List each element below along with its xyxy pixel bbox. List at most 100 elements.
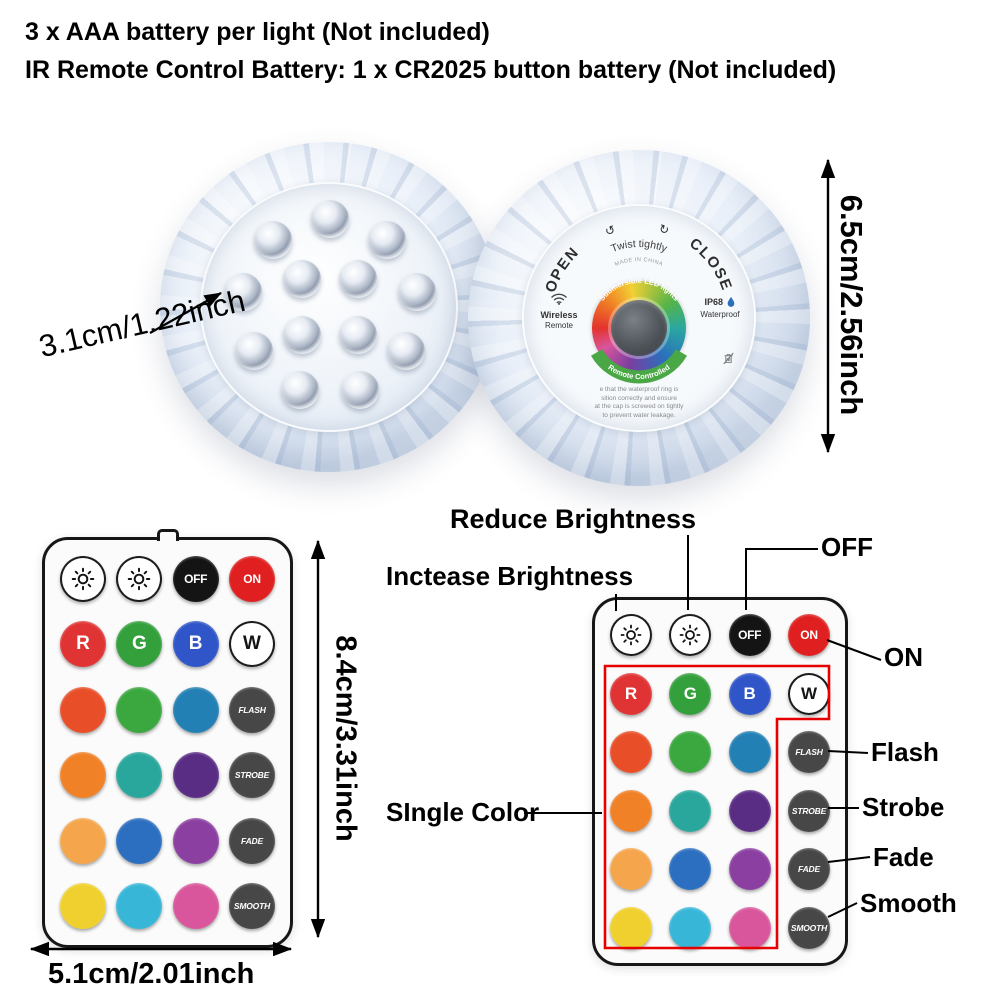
fine-print-line: sition correctly and ensure	[601, 394, 677, 402]
color-button-red-orange[interactable]	[610, 731, 652, 774]
color-button-pink[interactable]	[172, 882, 219, 929]
off-button[interactable]: OFF	[172, 556, 219, 602]
open-text: OPEN	[542, 244, 581, 295]
color-button-yellow[interactable]	[610, 906, 652, 949]
led-dome	[341, 371, 379, 409]
flash-button[interactable]: FLASH	[787, 731, 830, 774]
smooth-button[interactable]: SMOOTH	[228, 882, 275, 929]
fade-label: Fade	[873, 842, 934, 872]
color-button-teal[interactable]	[116, 752, 163, 799]
crossed-bin-icon	[723, 352, 734, 365]
color-button-yellow[interactable]	[60, 882, 106, 929]
led-dome	[339, 260, 377, 298]
on-button[interactable]: ON	[787, 614, 830, 656]
brightness-down-icon	[70, 566, 96, 592]
blue-button[interactable]: B	[728, 672, 771, 715]
off-button[interactable]: OFF	[728, 614, 771, 656]
color-button-pink[interactable]	[728, 906, 771, 949]
on-button[interactable]: ON	[228, 556, 275, 602]
color-button-orange[interactable]	[60, 752, 106, 799]
color-button-cyan[interactable]	[669, 906, 712, 949]
label-curved-text: OPEN CLOSE ↺ ↻ Twist tightly MADE IN CHI…	[542, 221, 734, 384]
light-label-face: OPEN CLOSE ↺ ↻ Twist tightly MADE IN CHI…	[522, 204, 756, 432]
fade-button[interactable]: FADE	[787, 848, 830, 891]
color-button-violet[interactable]	[172, 817, 219, 864]
single-color-label: SIngle Color	[386, 797, 540, 827]
brightness-up-button[interactable]	[669, 614, 712, 656]
remote-height-label: 8.4cm/3.31inch	[329, 635, 362, 842]
color-button-steel-blue[interactable]	[172, 686, 219, 733]
blue-button[interactable]: B	[172, 621, 219, 668]
smooth-label: Smooth	[860, 888, 957, 918]
svg-text:Submersible LED lights: Submersible LED lights	[597, 276, 681, 303]
twist-text: Twist tightly	[609, 238, 669, 255]
color-button-steel-blue[interactable]	[728, 731, 771, 774]
led-dome	[311, 200, 349, 238]
white-button[interactable]: W	[787, 672, 830, 715]
wireless-text: Wireless	[540, 310, 578, 321]
color-button-blue[interactable]	[116, 817, 163, 864]
color-button-teal[interactable]	[669, 789, 712, 832]
green-band	[590, 349, 688, 384]
flash-label: Flash	[871, 737, 939, 767]
svg-text:↺: ↺	[603, 222, 617, 238]
remote-text: Remote	[544, 320, 573, 330]
submersible-light-top	[160, 142, 498, 472]
strobe-button[interactable]: STROBE	[787, 789, 830, 832]
strobe-label: Strobe	[862, 792, 945, 822]
increase-brightness-label: Inctease Brightness	[386, 561, 634, 591]
battery-note-line1: 3 x AAA battery per light (Not included)	[25, 18, 490, 46]
color-button-red-orange[interactable]	[60, 686, 106, 733]
color-button-amber[interactable]	[610, 848, 652, 891]
white-button[interactable]: W	[228, 621, 275, 668]
fade-button[interactable]: FADE	[228, 817, 275, 864]
submersible-light-label-view: OPEN CLOSE ↺ ↻ Twist tightly MADE IN CHI…	[468, 150, 810, 486]
led-dome	[254, 221, 292, 259]
brightness-up-button[interactable]	[116, 556, 163, 602]
flash-button[interactable]: FLASH	[228, 686, 275, 733]
brightness-down-button[interactable]	[610, 614, 652, 656]
color-button-amber[interactable]	[60, 817, 106, 864]
red-button[interactable]: R	[60, 621, 106, 668]
color-button-dark-purple[interactable]	[728, 789, 771, 832]
red-button[interactable]: R	[610, 672, 652, 715]
wifi-icon	[551, 293, 567, 305]
fine-print-line: at the cap is screwed on tightly	[594, 403, 684, 411]
waterproof-text: Waterproof	[700, 310, 740, 320]
color-button-violet[interactable]	[728, 848, 771, 891]
smooth-button[interactable]: SMOOTH	[787, 906, 830, 949]
svg-text:MADE IN CHINA: MADE IN CHINA	[614, 257, 664, 268]
color-button-blue[interactable]	[669, 848, 712, 891]
green-button[interactable]: G	[116, 621, 163, 668]
light-height-label: 6.5cm/2.56inch	[834, 194, 869, 416]
color-button-orange[interactable]	[610, 789, 652, 832]
led-dome	[387, 332, 425, 370]
fine-print-line: to prevent water leakage.	[602, 411, 676, 419]
green-button[interactable]: G	[669, 672, 712, 715]
color-button-green[interactable]	[116, 686, 163, 733]
twist-arrow-left-icon: ↺	[603, 222, 617, 238]
ir-emitter-nub	[156, 529, 179, 541]
wireless-remote-block: Wireless Remote	[530, 292, 588, 330]
remote-width-label: 5.1cm/2.01inch	[48, 958, 255, 990]
color-button-cyan[interactable]	[116, 882, 163, 929]
led-dome	[281, 371, 319, 409]
strobe-button[interactable]: STROBE	[228, 752, 275, 799]
color-button-dark-purple[interactable]	[172, 752, 219, 799]
brightness-up-icon	[678, 623, 702, 647]
led-dome	[398, 273, 436, 311]
svg-text:OPEN: OPEN	[542, 244, 583, 295]
brightness-down-button[interactable]	[60, 556, 106, 602]
brightness-down-icon	[619, 623, 643, 647]
on-label: ON	[884, 642, 923, 672]
led-dome	[283, 260, 321, 298]
submersible-text: Submersible LED lights	[597, 276, 681, 303]
battery-note-line2: IR Remote Control Battery: 1 x CR2025 bu…	[25, 56, 837, 84]
brightness-up-icon	[126, 566, 152, 592]
color-button-green[interactable]	[669, 731, 712, 774]
twist-arrow-right-icon: ↻	[657, 221, 670, 237]
